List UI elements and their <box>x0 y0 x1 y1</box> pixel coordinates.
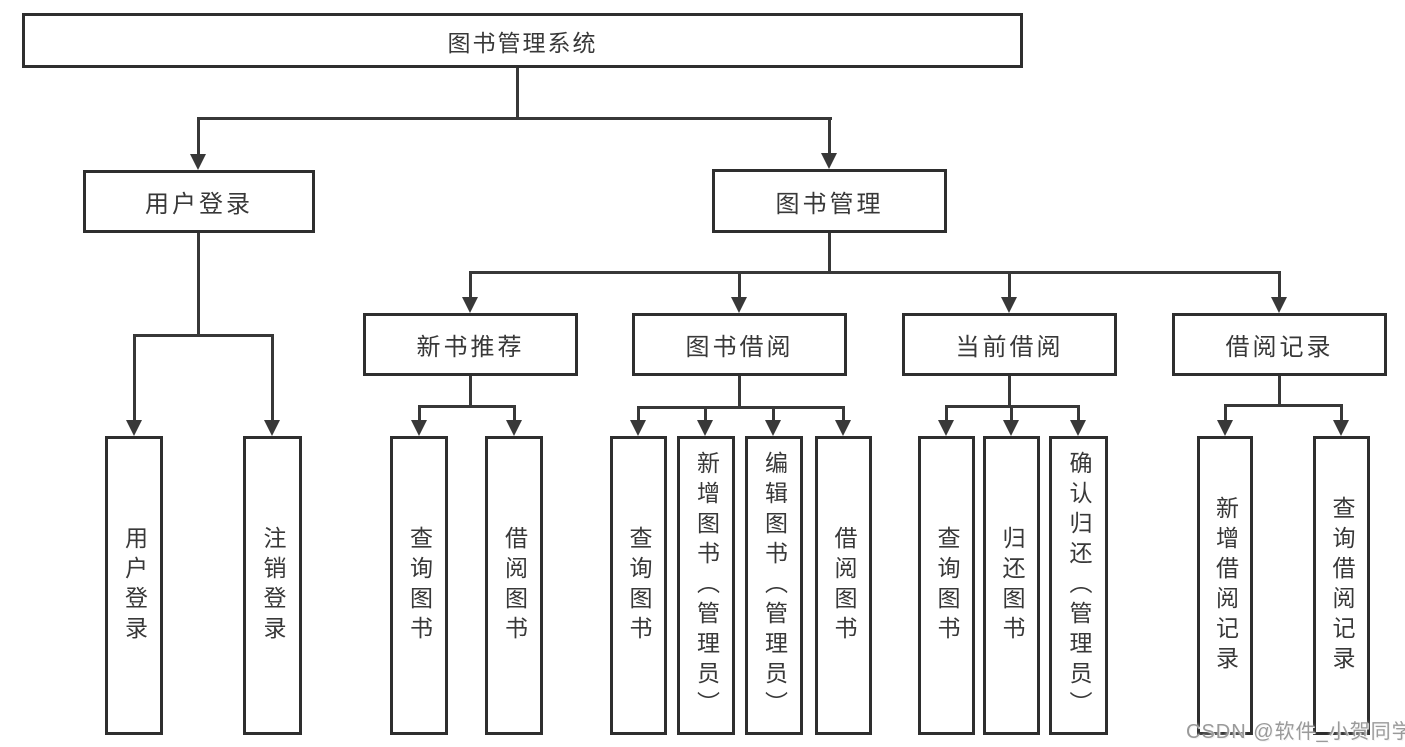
connector-line <box>133 334 274 337</box>
arrowhead-down-icon <box>506 420 522 436</box>
arrowhead-down-icon <box>1070 420 1086 436</box>
arrow-stem <box>772 406 775 421</box>
leaf-query-book-recommend: 查询图书 <box>390 436 448 735</box>
leaf-add-book-admin: 新增图书（管理员） <box>677 436 735 735</box>
csdn-watermark: CSDN @软件_小贺同学 <box>1186 721 1405 743</box>
leaf-user-login: 用户登录 <box>105 436 163 735</box>
leaf-logout: 注销登录 <box>243 436 302 735</box>
arrow-stem <box>945 405 948 421</box>
arrow-stem <box>197 117 200 155</box>
leaf-borrow-book-recommend: 借阅图书 <box>485 436 543 735</box>
connector-line <box>637 406 845 409</box>
arrowhead-down-icon <box>126 420 142 436</box>
arrowhead-down-icon <box>938 420 954 436</box>
arrow-stem <box>1008 271 1011 298</box>
node-current-borrow: 当前借阅 <box>902 313 1117 376</box>
connector-line <box>738 376 741 408</box>
arrow-stem <box>133 334 136 421</box>
arrow-stem <box>704 406 707 421</box>
arrowhead-down-icon <box>765 420 781 436</box>
arrow-stem <box>271 334 274 421</box>
node-book-borrow: 图书借阅 <box>632 313 847 376</box>
arrowhead-down-icon <box>411 420 427 436</box>
connector-line <box>1278 376 1281 406</box>
arrow-stem <box>1010 405 1013 421</box>
arrowhead-down-icon <box>630 420 646 436</box>
arrow-stem <box>1340 404 1343 421</box>
leaf-return-book: 归还图书 <box>983 436 1040 735</box>
leaf-borrow-book: 借阅图书 <box>815 436 872 735</box>
arrowhead-down-icon <box>1333 420 1349 436</box>
leaf-confirm-return-admin: 确认归还（管理员） <box>1049 436 1108 735</box>
arrowhead-down-icon <box>190 154 206 170</box>
arrow-stem <box>1278 271 1281 298</box>
connector-line <box>197 233 200 336</box>
connector-line <box>1008 376 1011 407</box>
connector-line <box>197 117 832 120</box>
leaf-query-borrow-record: 查询借阅记录 <box>1313 436 1370 735</box>
connector-line <box>418 405 516 408</box>
node-new-book-recommend: 新书推荐 <box>363 313 578 376</box>
arrowhead-down-icon <box>731 297 747 313</box>
arrowhead-down-icon <box>1001 297 1017 313</box>
arrowhead-down-icon <box>1217 420 1233 436</box>
arrow-stem <box>1077 405 1080 421</box>
arrow-stem <box>469 271 472 298</box>
connector-line <box>469 376 472 407</box>
leaf-edit-book-admin: 编辑图书（管理员） <box>745 436 803 735</box>
arrowhead-down-icon <box>264 420 280 436</box>
arrowhead-down-icon <box>697 420 713 436</box>
leaf-query-book-current: 查询图书 <box>918 436 975 735</box>
arrow-stem <box>1224 404 1227 421</box>
arrowhead-down-icon <box>821 153 837 169</box>
arrow-stem <box>513 405 516 421</box>
arrow-stem <box>418 405 421 421</box>
leaf-add-borrow-record: 新增借阅记录 <box>1197 436 1253 735</box>
arrow-stem <box>637 406 640 421</box>
connector-line <box>469 271 1281 274</box>
node-book-management: 图书管理 <box>712 169 947 233</box>
arrowhead-down-icon <box>1003 420 1019 436</box>
node-library-system-root: 图书管理系统 <box>22 13 1023 68</box>
node-user-login: 用户登录 <box>83 170 315 233</box>
arrow-stem <box>842 406 845 421</box>
arrowhead-down-icon <box>835 420 851 436</box>
arrow-stem <box>828 117 831 154</box>
arrowhead-down-icon <box>462 297 478 313</box>
connector-line <box>516 68 519 118</box>
connector-line <box>1224 404 1343 407</box>
leaf-query-book-borrow: 查询图书 <box>610 436 667 735</box>
arrow-stem <box>738 271 741 298</box>
connector-line <box>828 233 831 272</box>
arrowhead-down-icon <box>1271 297 1287 313</box>
node-borrow-records: 借阅记录 <box>1172 313 1387 376</box>
